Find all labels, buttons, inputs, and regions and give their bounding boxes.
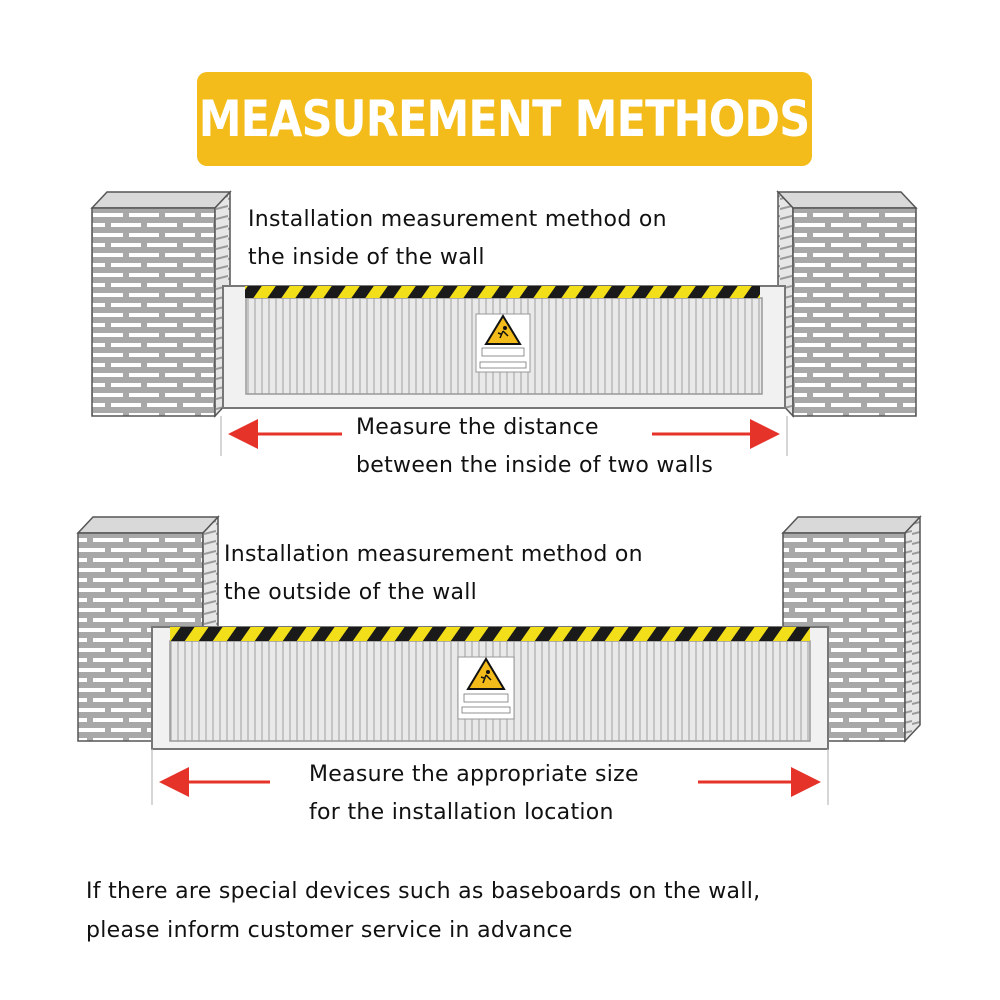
footer-note: If there are special devices such as bas… xyxy=(86,872,760,950)
outside-caption-line1: Installation measurement method on xyxy=(224,542,643,567)
outside-caption-line2: the outside of the wall xyxy=(224,580,478,605)
outside-method-caption: Installation measurement method on the o… xyxy=(224,536,643,612)
inside-wall-diagram xyxy=(0,180,1000,470)
footer-line2: please inform customer service in advanc… xyxy=(86,918,573,943)
warning-sign-icon xyxy=(457,656,515,720)
title-banner: MEASUREMENT METHODS xyxy=(197,72,812,166)
right-brick-pillar xyxy=(776,190,918,418)
footer-line1: If there are special devices such as bas… xyxy=(86,879,761,904)
outside-wall-illustration xyxy=(76,515,922,805)
hazard-stripe xyxy=(245,286,760,298)
hazard-stripe xyxy=(170,627,810,641)
inside-wall-illustration xyxy=(90,190,918,456)
warning-sign-icon xyxy=(475,313,531,373)
inside-method-caption: Installation measurement method on the i… xyxy=(248,201,667,277)
inside-measure-line2: between the inside of two walls xyxy=(356,453,714,478)
page-title: MEASUREMENT METHODS xyxy=(199,90,810,148)
outside-measure-caption: Measure the appropriate size for the ins… xyxy=(309,756,639,832)
left-brick-pillar xyxy=(90,190,232,418)
inside-caption-line2: the inside of the wall xyxy=(248,245,485,270)
inside-caption-line1: Installation measurement method on xyxy=(248,207,667,232)
inside-measure-caption: Measure the distance between the inside … xyxy=(356,409,713,485)
inside-measure-line1: Measure the distance xyxy=(356,415,599,440)
outside-measure-line1: Measure the appropriate size xyxy=(309,762,639,787)
outside-measure-line2: for the installation location xyxy=(309,800,614,825)
outside-wall-diagram xyxy=(0,505,1000,835)
